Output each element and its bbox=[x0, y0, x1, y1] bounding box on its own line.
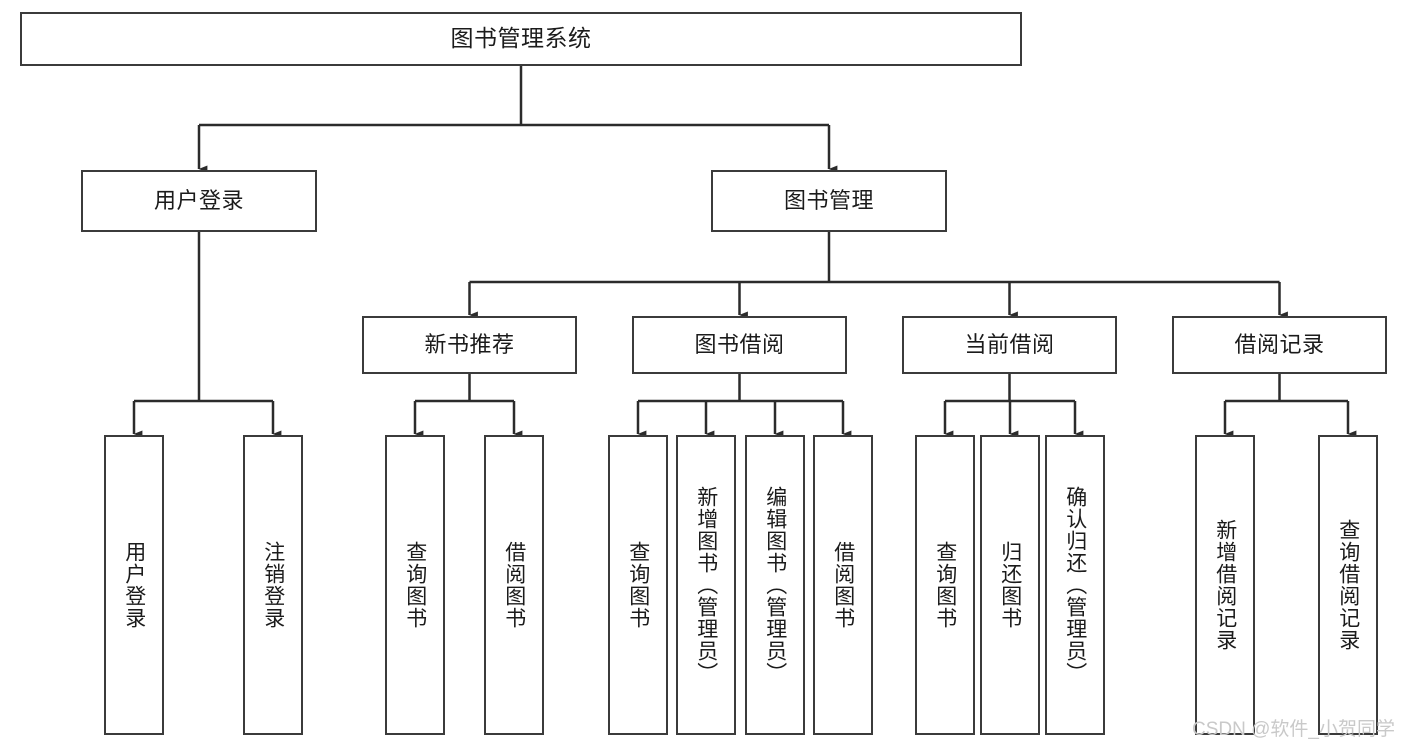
node-label: 查询图书 bbox=[933, 541, 957, 629]
node-user-login: 用户登录 bbox=[81, 170, 317, 232]
node-leaf-borrow-book-2: 借阅图书 bbox=[813, 435, 873, 735]
node-leaf-logout: 注销登录 bbox=[243, 435, 303, 735]
node-book-borrow: 图书借阅 bbox=[632, 316, 847, 374]
node-label: 借阅记录 bbox=[1234, 331, 1325, 357]
node-label: 新书推荐 bbox=[424, 331, 515, 357]
node-current-borrow: 当前借阅 bbox=[902, 316, 1117, 374]
node-label: 查询图书 bbox=[626, 541, 650, 629]
node-label: 借阅图书 bbox=[831, 541, 855, 629]
node-label: 确认归还（管理员） bbox=[1063, 486, 1087, 684]
node-label: 新增借阅记录 bbox=[1213, 519, 1237, 651]
node-borrow-record: 借阅记录 bbox=[1172, 316, 1387, 374]
node-label: 用户登录 bbox=[122, 541, 146, 629]
node-label: 当前借阅 bbox=[964, 331, 1055, 357]
node-label: 借阅图书 bbox=[502, 541, 526, 629]
node-new-book-recommend: 新书推荐 bbox=[362, 316, 577, 374]
node-leaf-add-record: 新增借阅记录 bbox=[1195, 435, 1255, 735]
node-label: 注销登录 bbox=[261, 541, 285, 629]
node-label: 新增图书（管理员） bbox=[694, 486, 718, 684]
node-label: 图书借阅 bbox=[694, 331, 785, 357]
node-label: 查询图书 bbox=[403, 541, 427, 629]
node-leaf-user-login: 用户登录 bbox=[104, 435, 164, 735]
node-leaf-query-book-3: 查询图书 bbox=[915, 435, 975, 735]
node-book-manage: 图书管理 bbox=[711, 170, 947, 232]
node-leaf-return-book: 归还图书 bbox=[980, 435, 1040, 735]
node-label: 图书管理 bbox=[783, 187, 874, 213]
node-label: 用户登录 bbox=[153, 187, 244, 213]
node-label: 归还图书 bbox=[998, 541, 1022, 629]
node-label: 编辑图书（管理员） bbox=[763, 486, 787, 684]
node-leaf-confirm-return: 确认归还（管理员） bbox=[1045, 435, 1105, 735]
node-root: 图书管理系统 bbox=[20, 12, 1022, 66]
node-leaf-query-book-2: 查询图书 bbox=[608, 435, 668, 735]
node-leaf-query-book-1: 查询图书 bbox=[385, 435, 445, 735]
node-label: 图书管理系统 bbox=[450, 25, 592, 52]
node-label: 查询借阅记录 bbox=[1336, 519, 1360, 651]
node-leaf-query-record: 查询借阅记录 bbox=[1318, 435, 1378, 735]
node-leaf-edit-book: 编辑图书（管理员） bbox=[745, 435, 805, 735]
node-leaf-borrow-book-1: 借阅图书 bbox=[484, 435, 544, 735]
node-leaf-add-book: 新增图书（管理员） bbox=[676, 435, 736, 735]
watermark-text: CSDN @软件_小贺同学 bbox=[1192, 719, 1395, 740]
